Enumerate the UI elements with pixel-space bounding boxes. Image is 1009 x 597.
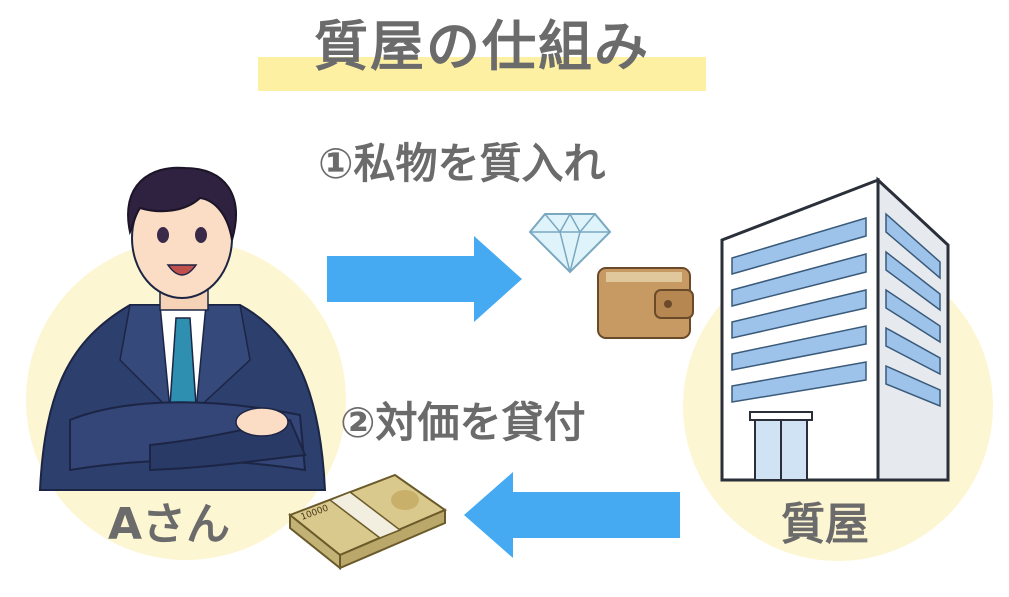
building-icon (720, 176, 950, 482)
businessman-illustration (38, 166, 327, 491)
arrow-left-icon (464, 472, 680, 558)
pawnshop-label: 質屋 (781, 499, 869, 550)
arrow-right-icon (327, 236, 522, 322)
person-label: Aさん (108, 499, 231, 550)
step-2-label: ②対価を貸付 (340, 398, 586, 447)
title-highlight (258, 57, 706, 91)
page-title: 質屋の仕組み (314, 15, 650, 78)
banknote-bundle-icon: 10000 (288, 473, 448, 571)
diamond-icon (528, 212, 612, 274)
wallet-icon (597, 267, 694, 339)
step-1-label: ①私物を質入れ (318, 139, 606, 188)
